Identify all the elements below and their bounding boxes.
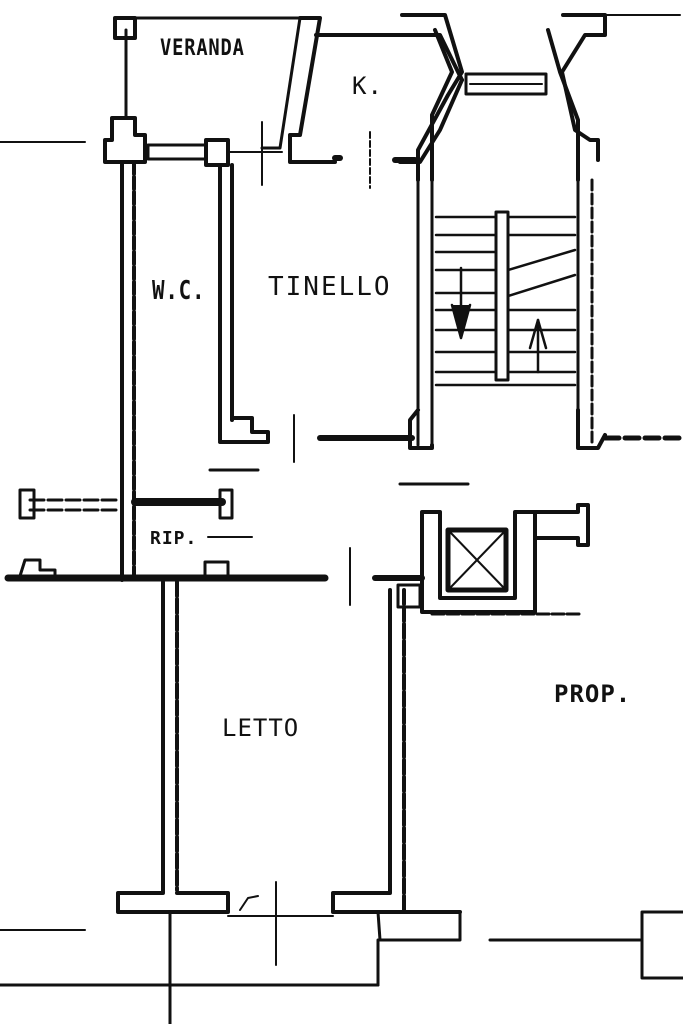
room-label-kitchen: K. [352, 72, 383, 100]
tinello-walls [208, 414, 470, 486]
letto-walls [161, 580, 406, 914]
stairs-down-arrow-icon [450, 266, 472, 340]
room-label-wc: W.C. [152, 276, 206, 306]
room-label-prop: PROP. [554, 680, 632, 708]
pier-left [103, 116, 230, 167]
rip-walls [4, 488, 351, 606]
room-label-ripostiglio: RIP. [150, 528, 198, 549]
stair-bay [400, 13, 681, 182]
right-boundary [0, 141, 683, 980]
room-label-tinello: TINELLO [268, 272, 392, 302]
wc-walls [120, 160, 270, 582]
letto-window-bay [0, 881, 462, 1024]
stairs-up-arrow-icon [528, 318, 548, 374]
elevator-shaft [372, 503, 590, 616]
room-label-letto: LETTO [222, 714, 300, 742]
veranda-walls [113, 16, 302, 150]
room-label-veranda: VERANDA [160, 36, 245, 61]
staircase [416, 178, 594, 447]
stair-bay-bottom [408, 408, 683, 450]
